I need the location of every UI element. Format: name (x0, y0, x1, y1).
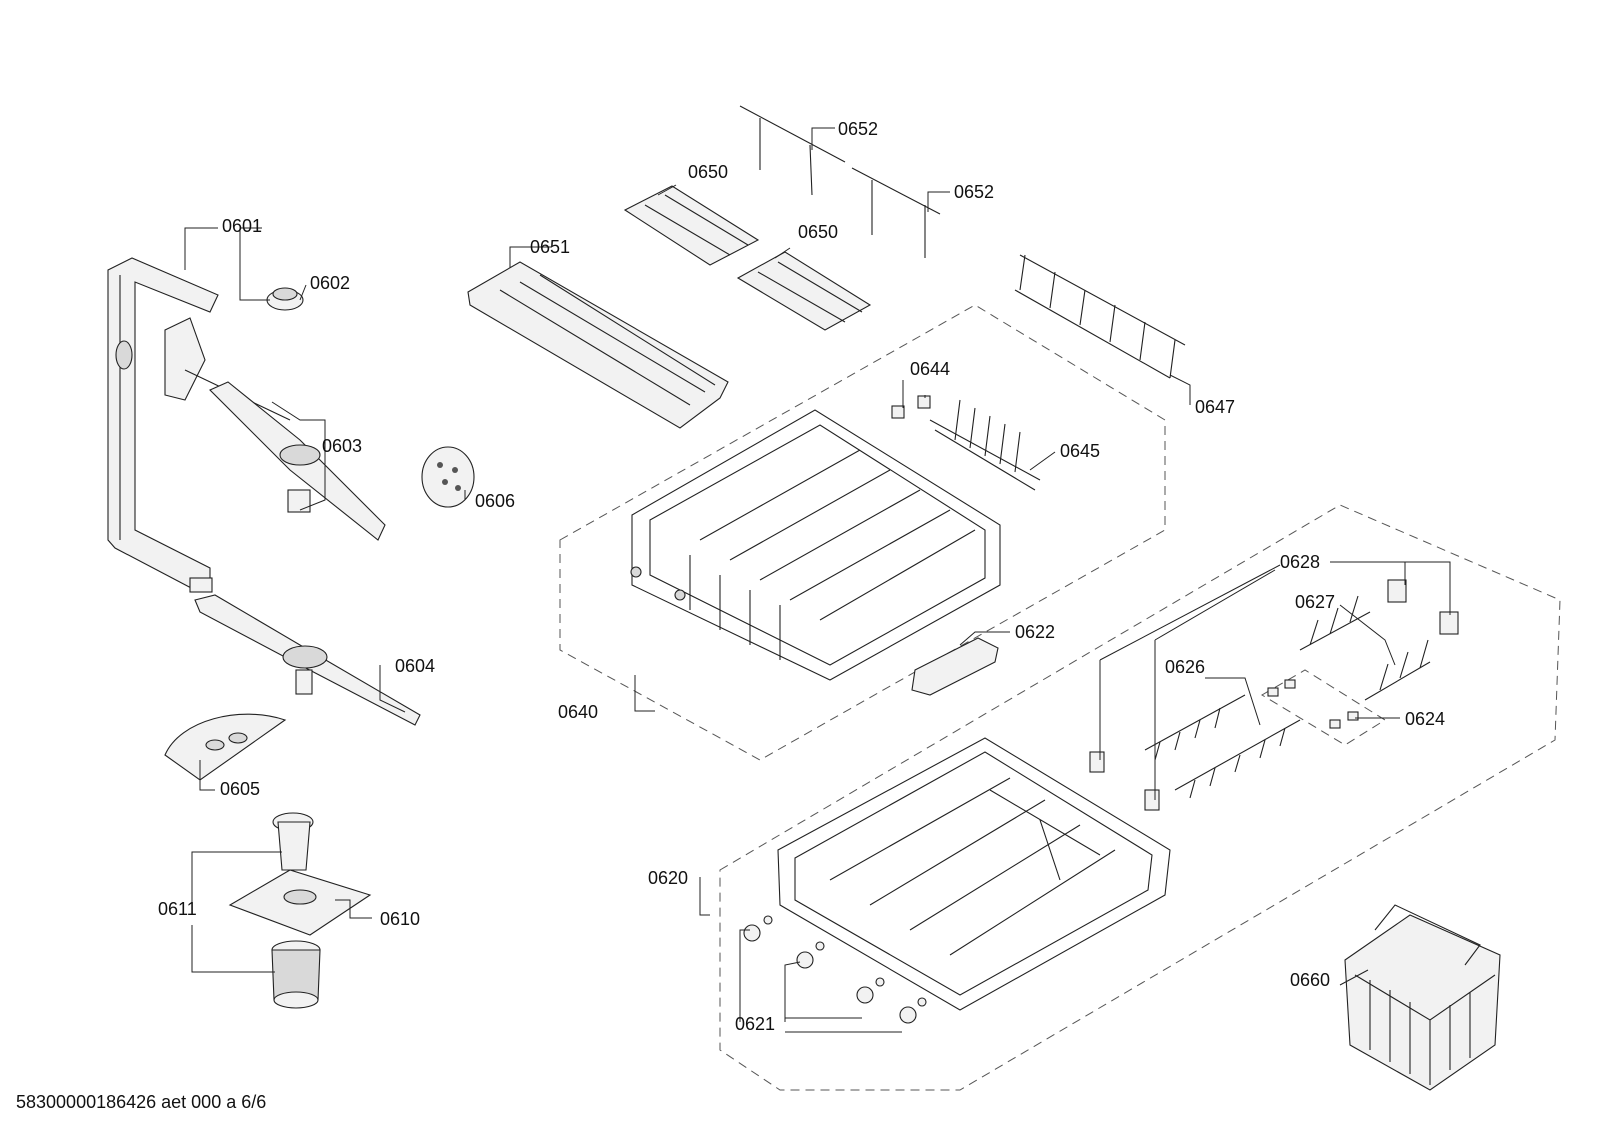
label-0622: 0622 (1015, 622, 1055, 642)
label-0602: 0602 (310, 273, 350, 293)
label-0660: 0660 (1290, 970, 1330, 990)
rack-tines-0647-part (1014, 254, 1186, 379)
label-0605: 0605 (220, 779, 260, 799)
lower-basket-group-outline (719, 504, 1561, 1091)
label-0644: 0644 (910, 359, 950, 379)
bearings-0628-part (1089, 579, 1459, 811)
fine-filter-part (271, 940, 321, 1009)
label-0650-top: 0650 (688, 162, 728, 182)
label-0604: 0604 (395, 656, 435, 676)
leader-lines (184, 127, 1451, 1033)
label-0603: 0603 (322, 436, 362, 456)
upper-basket-group-outline (559, 304, 1166, 761)
upper-basket-part (630, 409, 1001, 681)
bottle-holder-0622-part (911, 637, 999, 696)
label-0601: 0601 (222, 216, 262, 236)
wheels-0621-part (743, 915, 927, 1024)
spray-arm-bearing-part (266, 287, 304, 311)
label-0628: 0628 (1280, 552, 1320, 572)
label-0624: 0624 (1405, 709, 1445, 729)
accessory-tray-outline (1261, 669, 1386, 746)
spray-pipe-part (107, 257, 219, 593)
label-0651: 0651 (530, 237, 570, 257)
label-0610: 0610 (380, 909, 420, 929)
cutlery-basket-0660-part (1344, 904, 1501, 1091)
document-id: 58300000186426 aet 000 a 6/6 (16, 1092, 267, 1112)
cutlery-insert-1-part (623, 185, 760, 266)
label-0627: 0627 (1295, 592, 1335, 612)
label-0652-lower: 0652 (954, 182, 994, 202)
label-0611: 0611 (158, 899, 197, 919)
tines-0626-part (1144, 694, 1301, 799)
folding-tines-0645-part (929, 399, 1041, 491)
tines-0627-part (1299, 595, 1431, 701)
label-0620: 0620 (648, 868, 688, 888)
label-0621: 0621 (735, 1014, 775, 1034)
rack-rail-1-part (739, 105, 846, 196)
cutlery-tray-part (467, 261, 729, 429)
label-0650-lower: 0650 (798, 222, 838, 242)
sieve-cover-part (164, 713, 287, 781)
label-0652-top: 0652 (838, 119, 878, 139)
lower-basket-part (777, 737, 1171, 1011)
label-0647: 0647 (1195, 397, 1235, 417)
filter-disc-part (421, 446, 475, 508)
label-0606: 0606 (475, 491, 515, 511)
rack-rail-2-part (851, 167, 941, 258)
lower-spray-arm-part (194, 594, 421, 726)
upper-spray-arm-part (164, 317, 386, 541)
micro-filter-part (228, 812, 372, 936)
cup-rack-0644-part (891, 395, 931, 419)
clips-0624-part (1267, 679, 1359, 729)
label-0645: 0645 (1060, 441, 1100, 461)
label-0640: 0640 (558, 702, 598, 722)
cutlery-insert-2-part (736, 251, 872, 331)
label-0626: 0626 (1165, 657, 1205, 677)
